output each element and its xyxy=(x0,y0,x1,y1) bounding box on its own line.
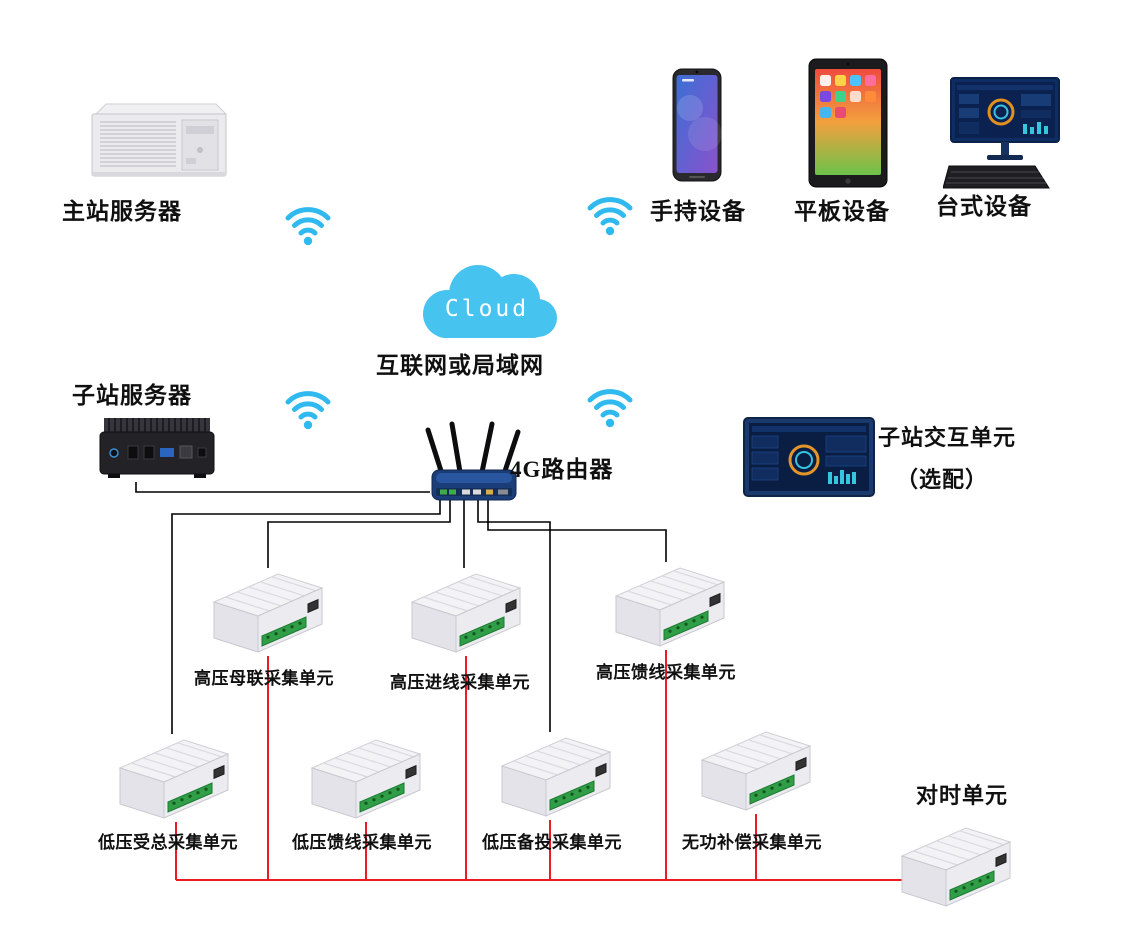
time-unit-label: 对时单元 xyxy=(916,783,1009,808)
acq-unit-image xyxy=(208,566,328,658)
time-unit-image xyxy=(896,820,1016,912)
acq-unit-label: 高压进线采集单元 xyxy=(390,673,530,692)
acq-unit-image xyxy=(610,560,730,652)
interactive-unit-label: 子站交互单元 xyxy=(878,425,1017,450)
wifi-icon xyxy=(586,194,634,236)
acq-unit-image xyxy=(496,730,616,822)
desktop-label: 台式设备 xyxy=(936,194,1032,219)
acq-unit-label: 高压母联采集单元 xyxy=(194,669,334,688)
acq-unit-image xyxy=(696,724,816,816)
acq-unit-image xyxy=(114,732,234,824)
acq-unit-image xyxy=(306,732,426,824)
cloud-text: Cloud xyxy=(445,296,529,322)
acq-unit-label: 低压馈线采集单元 xyxy=(292,833,432,852)
acq-unit-label: 高压馈线采集单元 xyxy=(596,663,736,682)
tablet-image xyxy=(808,58,888,188)
router-image xyxy=(418,420,530,508)
sub-server-image xyxy=(94,416,220,482)
desktop-image xyxy=(942,76,1067,190)
acq-unit-label: 低压受总采集单元 xyxy=(98,833,238,852)
acq-unit-image xyxy=(406,566,526,658)
wifi-icon xyxy=(586,386,634,428)
cloud-icon: Cloud xyxy=(402,252,572,352)
main-server-label: 主站服务器 xyxy=(62,199,182,224)
network-label: 互联网或局域网 xyxy=(376,353,544,378)
wifi-icon xyxy=(284,388,332,430)
wifi-icon xyxy=(284,204,332,246)
handheld-phone-image xyxy=(672,68,722,182)
interactive-unit-note: （选配） xyxy=(896,467,989,492)
router-label: 4G路由器 xyxy=(510,457,614,482)
sub-server-label: 子站服务器 xyxy=(72,383,192,408)
tablet-label: 平板设备 xyxy=(794,199,890,224)
handheld-label: 手持设备 xyxy=(650,199,746,224)
acq-unit-label: 低压备投采集单元 xyxy=(482,833,622,852)
main-server-image xyxy=(76,98,238,190)
interactive-unit-image xyxy=(742,416,876,500)
acq-unit-label: 无功补偿采集单元 xyxy=(682,833,822,852)
